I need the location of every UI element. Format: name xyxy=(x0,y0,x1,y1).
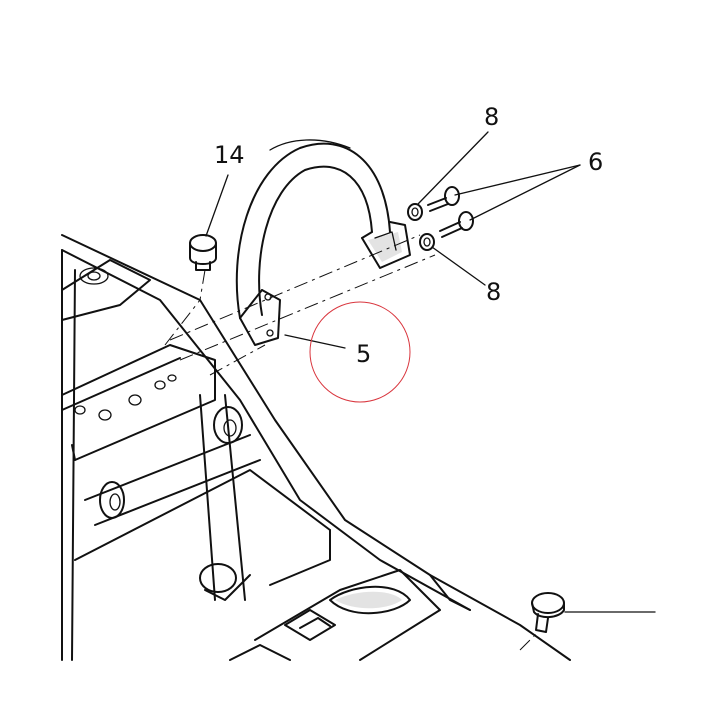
callout-14: 14 xyxy=(214,141,245,169)
washer-8-upper xyxy=(407,203,423,221)
callout-8-bottom: 8 xyxy=(486,278,501,306)
assembly-centerlines xyxy=(164,234,541,651)
washer-8-lower xyxy=(419,233,435,251)
callout-8-top: 8 xyxy=(484,103,499,131)
chassis-frame xyxy=(61,234,571,661)
bolt-6-lower xyxy=(439,211,474,238)
callout-6: 6 xyxy=(588,148,603,176)
callout-5: 5 xyxy=(356,340,371,368)
leader-lines xyxy=(205,131,656,613)
knob xyxy=(531,592,565,633)
highlight-circle xyxy=(309,301,411,403)
bolt-6-upper xyxy=(427,186,460,212)
cap-nut-14 xyxy=(189,234,217,271)
grab-handle xyxy=(235,139,411,346)
